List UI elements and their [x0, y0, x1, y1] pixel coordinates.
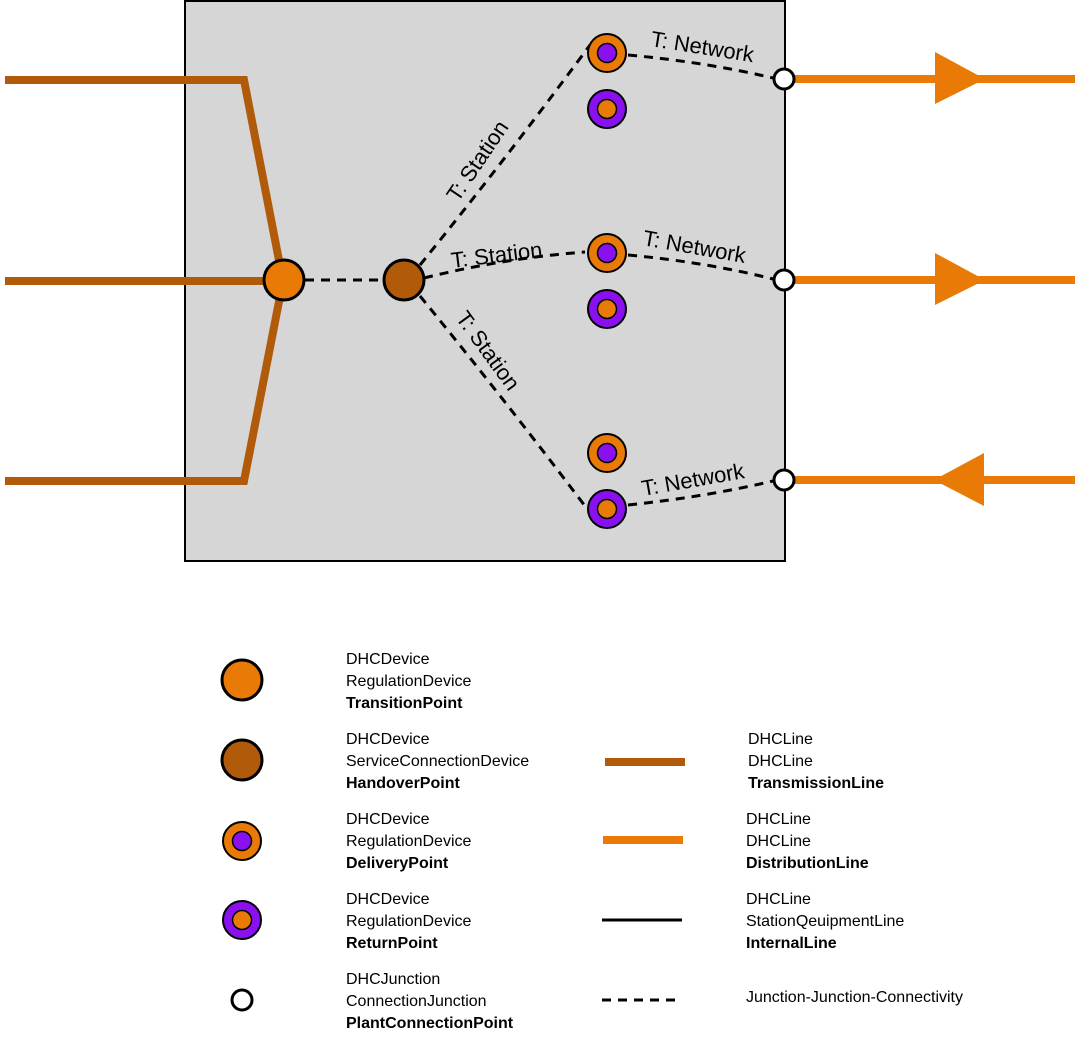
- legend-handover-point-line2: ServiceConnectionDevice: [346, 753, 529, 770]
- connectivity-network-bottom: [627, 479, 774, 507]
- transmission-line-bottom: [5, 280, 287, 485]
- legend-transition-point-line2: RegulationDevice: [346, 673, 472, 690]
- legend-delivery-point-line2: RegulationDevice: [346, 833, 472, 850]
- return-point-node: [587, 489, 627, 529]
- delivery-point-node: [587, 33, 627, 73]
- connectivity-network-top: [627, 53, 774, 80]
- transition-point-node: [262, 258, 306, 302]
- handover-point-node: [382, 258, 426, 302]
- legend-handover-point-line1: DHCDevice: [346, 731, 430, 748]
- legend-handover-point-icon: [220, 738, 264, 782]
- legend-return-point-line2: RegulationDevice: [346, 913, 472, 930]
- legend-internal-line-line2: StationQeuipmentLine: [746, 913, 904, 930]
- legend-return-point-line3: ReturnPoint: [346, 935, 438, 952]
- legend-plant-connection-point-line2: ConnectionJunction: [346, 993, 487, 1010]
- arrow-right-icon: [935, 253, 985, 305]
- legend-transmission-line-line2: DHCLine: [748, 753, 813, 770]
- legend-delivery-point-icon: [222, 821, 262, 861]
- legend-plant-connection-point-line1: DHCJunction: [346, 971, 440, 988]
- legend-distribution-line-line1: DHCLine: [746, 811, 811, 828]
- connectivity-station-top: [418, 44, 592, 266]
- delivery-point-node: [587, 233, 627, 273]
- connectivity-station-bottom: [418, 295, 590, 511]
- return-point-node: [587, 89, 627, 129]
- legend: DHCDevice RegulationDevice TransitionPoi…: [220, 651, 963, 1032]
- arrow-left-icon: [934, 453, 984, 506]
- legend-transition-point-line1: DHCDevice: [346, 651, 430, 668]
- plant-connection-point-node: [772, 67, 796, 91]
- legend-connectivity-line1: Junction-Junction-Connectivity: [746, 989, 963, 1006]
- plant-connection-point-node: [772, 268, 796, 292]
- connectivity-network-middle: [627, 253, 774, 281]
- legend-transmission-line-line1: DHCLine: [748, 731, 813, 748]
- transmission-line-top: [5, 76, 287, 282]
- return-point-node: [587, 289, 627, 329]
- legend-delivery-point-line3: DeliveryPoint: [346, 855, 449, 872]
- plant-connection-point-node: [772, 468, 796, 492]
- legend-delivery-point-line1: DHCDevice: [346, 811, 430, 828]
- legend-return-point-line1: DHCDevice: [346, 891, 430, 908]
- legend-plant-connection-point-line3: PlantConnectionPoint: [346, 1015, 514, 1032]
- arrow-right-icon: [935, 52, 985, 104]
- legend-transmission-line-line3: TransmissionLine: [748, 775, 884, 792]
- delivery-point-node: [587, 433, 627, 473]
- legend-distribution-line-line2: DHCLine: [746, 833, 811, 850]
- legend-plant-connection-point-icon: [230, 988, 254, 1012]
- connectivity-lines: [305, 44, 774, 511]
- legend-handover-point-line3: HandoverPoint: [346, 775, 460, 792]
- legend-internal-line-line1: DHCLine: [746, 891, 811, 908]
- legend-internal-line-line3: InternalLine: [746, 935, 837, 952]
- legend-transition-point-line3: TransitionPoint: [346, 695, 463, 712]
- legend-return-point-icon: [222, 900, 262, 940]
- connectivity-station-middle: [423, 250, 586, 280]
- legend-distribution-line-line3: DistributionLine: [746, 855, 869, 872]
- legend-transition-point-icon: [220, 658, 264, 702]
